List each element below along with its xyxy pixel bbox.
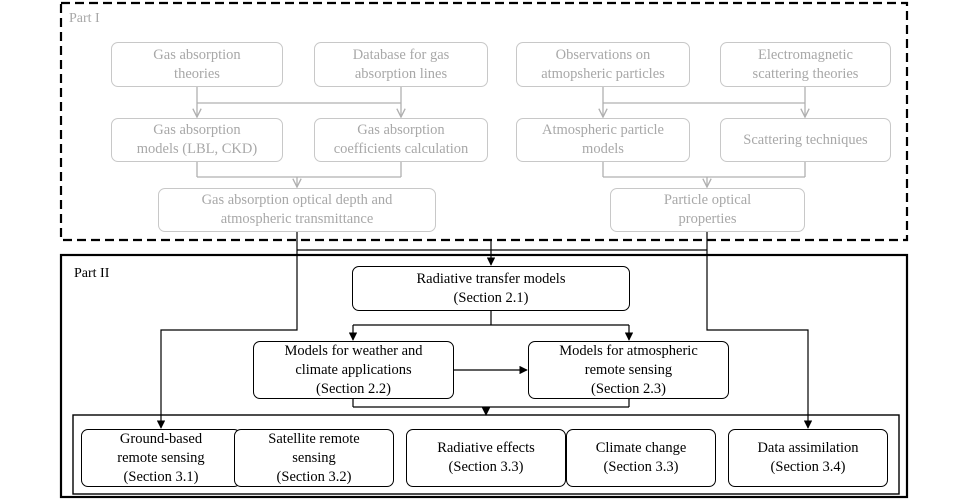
remote-sensing-models-box: Models for atmospheric remote sensing (S… <box>528 341 729 399</box>
particle-optical-properties-box: Particle optical properties <box>610 188 805 232</box>
gas-optical-depth-box: Gas absorption optical depth and atmosph… <box>158 188 436 232</box>
ground-based-remote-sensing-box: Ground-based remote sensing (Section 3.1… <box>81 429 241 487</box>
climate-change-box: Climate change (Section 3.3) <box>566 429 716 487</box>
gas-absorption-database-box: Database for gas absorption lines <box>314 42 488 87</box>
weather-climate-models-box: Models for weather and climate applicati… <box>253 341 454 399</box>
radiative-transfer-models-box: Radiative transfer models (Section 2.1) <box>352 266 630 311</box>
scattering-techniques-box: Scattering techniques <box>720 118 891 162</box>
electromagnetic-scattering-theories-box: Electromagnetic scattering theories <box>720 42 891 87</box>
gas-absorption-models-box: Gas absorption models (LBL, CKD) <box>111 118 283 162</box>
part1-label: Part I <box>69 11 100 26</box>
atmospheric-particle-observations-box: Observations on atmopsheric particles <box>516 42 690 87</box>
radiative-effects-box: Radiative effects (Section 3.3) <box>406 429 566 487</box>
gas-absorption-coefficients-box: Gas absorption coefficients calculation <box>314 118 488 162</box>
part1-frame <box>59 1 909 242</box>
data-assimilation-box: Data assimilation (Section 3.4) <box>728 429 888 487</box>
atmospheric-particle-models-box: Atmospheric particle models <box>516 118 690 162</box>
part2-connectors <box>156 232 813 429</box>
gas-absorption-theories-box: Gas absorption theories <box>111 42 283 87</box>
satellite-remote-sensing-box: Satellite remote sensing (Section 3.2) <box>234 429 394 487</box>
part2-label: Part II <box>74 266 110 281</box>
part1-connectors <box>197 87 805 187</box>
part2-frame <box>59 253 909 499</box>
